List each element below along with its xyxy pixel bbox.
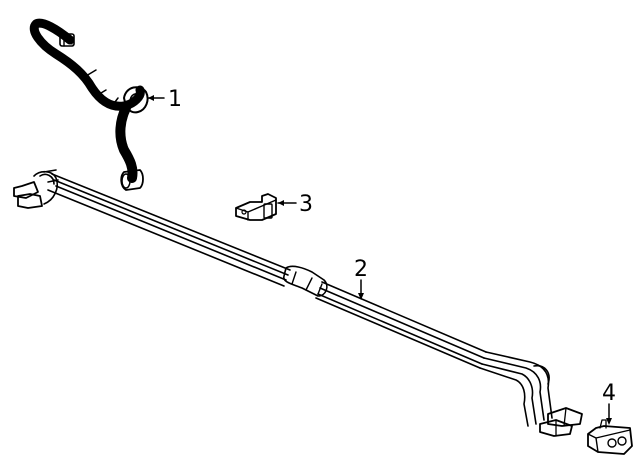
callout-4-label: 4 (602, 381, 616, 406)
callout-4: 4 (602, 381, 616, 425)
part-4-bracket (587, 419, 633, 455)
callout-2: 2 (354, 257, 368, 300)
callout-3: 3 (277, 192, 313, 217)
callout-2-label: 2 (354, 257, 368, 282)
part-1-hose (29, 18, 149, 191)
callout-3-label: 3 (299, 192, 313, 217)
callout-1-label: 1 (168, 87, 182, 112)
callout-1: 1 (147, 87, 182, 112)
part-3-bracket (235, 193, 277, 221)
part-2-pipe (13, 169, 583, 437)
